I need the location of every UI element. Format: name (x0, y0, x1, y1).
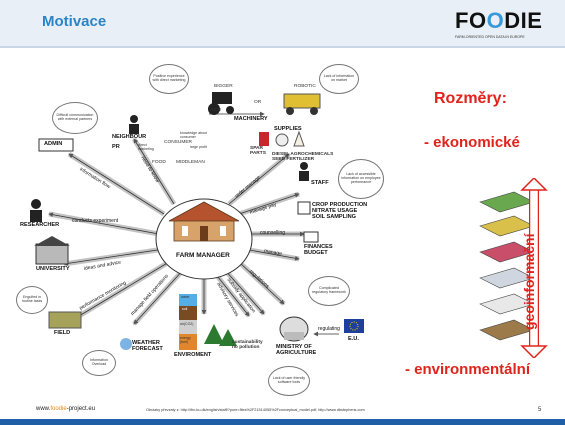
footer-url-prefix: www. (36, 406, 51, 412)
farm-manager-diagram: FARM MANAGER ADMIN NEIGHBOUR PR RESEARCH… (14, 54, 394, 402)
foodie-logo: FOODIE (455, 8, 543, 33)
weather-label: WEATHER FORECAST (132, 340, 163, 353)
cloud-software-tools: Lack of user friendly software tools (268, 366, 310, 396)
knowledge-label: knowledge about consumer (180, 131, 208, 139)
cloud-positive-experience: Positive experience with direct marketin… (149, 64, 189, 94)
environment-bar (179, 294, 197, 350)
supplies-icon (259, 130, 305, 147)
admin-icon (38, 138, 74, 152)
staff-icon (299, 162, 309, 181)
weather-icon (120, 338, 132, 350)
footer-website-link[interactable]: www.foodie-project.eu (36, 406, 95, 412)
robot-icon (283, 93, 321, 115)
bigger-label: BIGGER (214, 84, 233, 89)
diesel-label: DIESEL AGROCHEMICALS SEED FERTILIZER (272, 152, 334, 163)
cloud-regulatory-framework: Complicated regulatory framework (308, 276, 350, 306)
field-label: FIELD (54, 330, 71, 336)
university-label: UNIVERSITY (36, 266, 70, 272)
finances-icon (303, 231, 319, 243)
new-label: NEW (210, 108, 222, 113)
dimensions-title: Rozměry: (434, 90, 507, 107)
bottom-bar (0, 419, 565, 425)
crop-icon (297, 201, 311, 215)
env-air-label: air(CO2) (180, 322, 194, 326)
footer-url-suffix: -project.eu (66, 406, 96, 412)
robotic-label: ROBOTIC (294, 84, 316, 89)
cloud-lack-market-info: Lack of information on market (319, 64, 359, 94)
eu-label: E.U. (348, 336, 359, 342)
cloud-difficult-communication: Difficult communication with external pa… (52, 102, 98, 134)
university-icon (34, 236, 70, 265)
tractor-icon (208, 92, 234, 115)
farm-building-icon (155, 198, 253, 280)
arrow-label-regulating: regulating (318, 326, 340, 332)
cloud-employee-info: Lack of accessible information on employ… (338, 159, 384, 199)
slide-header (0, 0, 565, 48)
neighbour-icon (129, 115, 139, 134)
arrow-label-conducts-experiment: conducts experiment (72, 218, 119, 224)
cloud-information-overload: Information Overload (82, 350, 116, 376)
enviroment-label: ENVIROMENT (174, 352, 212, 358)
consumer-label: CONSUMER (164, 140, 192, 145)
sustainability-label: sustainability no pollution (232, 340, 263, 351)
food-label: FOOD (152, 160, 166, 165)
large-profit-label: large profit (190, 145, 207, 149)
foodie-logo-subtitle: FARM-ORIENTED OPEN DATA IN EUROPE (455, 35, 525, 39)
direct-marketing-label: direct marketing (138, 143, 154, 151)
neighbour-label: NEIGHBOUR (112, 134, 147, 140)
supplies-label: SUPPLIES (274, 126, 302, 132)
env-water-label: water (181, 295, 190, 299)
field-icon (48, 311, 82, 329)
env-energy-label: energy (fuel) (180, 336, 191, 344)
slide-title: Motivace (42, 13, 107, 30)
page-number: 5 (538, 407, 542, 413)
researcher-icon (30, 199, 42, 222)
env-soil-label: soil (182, 307, 188, 311)
admin-label: ADMIN (44, 141, 63, 147)
geo-layers-graphic (479, 178, 548, 358)
ministry-label: MINISTRY OF AGRICULTURE (276, 344, 317, 357)
center-label: FARM MANAGER (176, 252, 230, 259)
pr-label: PR (112, 144, 120, 150)
staff-label: STAFF (311, 180, 329, 186)
footer-url-brand: foodie (50, 406, 67, 412)
ministry-icon (279, 316, 309, 342)
crop-label: CROP PRODUCTION NITRATE USAGE SOIL SAMPL… (312, 202, 368, 221)
spare-label: SPAR PARTS (250, 146, 266, 157)
machinery-label: MACHINERY (234, 116, 268, 122)
dimension-geoinformation: geoinformační (521, 233, 537, 330)
forest-icon (204, 324, 237, 346)
cloud-routine-tasks: Engulfed in routine tasks (16, 286, 48, 314)
middleman-label: MIDDLEMAN (176, 160, 205, 165)
arrow-label-counselling: counselling (260, 230, 286, 236)
footer-image-source: Obrázky převzaty z: http://ifro.ku.dk/en… (146, 408, 365, 412)
dimension-economic: - ekonomické (424, 134, 520, 151)
or-label: OR (254, 100, 262, 105)
eu-flag-icon (344, 319, 364, 333)
finances-label: FINANCES BUDGET (304, 244, 333, 257)
diagram-arrows (30, 92, 364, 350)
dimension-environmental: - environmentální (405, 361, 531, 378)
researcher-label: RESEARCHER (20, 222, 60, 228)
